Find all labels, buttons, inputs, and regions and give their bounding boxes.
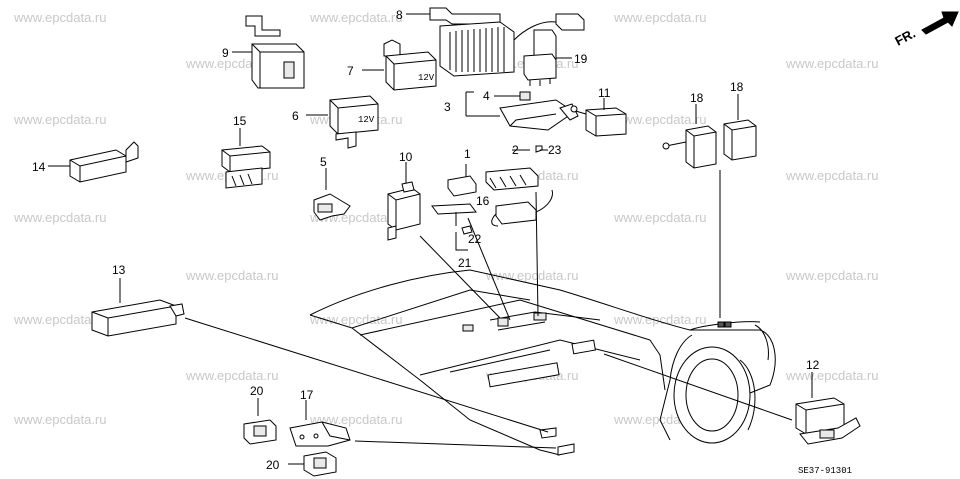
- part-cluster-1-2-16: [431, 145, 553, 251]
- watermark: www.epcdata.ru: [13, 112, 107, 127]
- part-label: 3: [444, 100, 451, 114]
- part-label: 21: [458, 256, 472, 270]
- watermark: www.epcdata.ru: [613, 210, 707, 225]
- watermark: www.epcdata.ru: [613, 112, 707, 127]
- watermark: www.epcdata.ru: [309, 412, 403, 427]
- watermark: www.epcdata.ru: [309, 10, 403, 25]
- part-7-relay: 12V: [362, 39, 437, 91]
- part-20-switches: [243, 398, 337, 477]
- watermark: www.epcdata.ru: [13, 312, 107, 327]
- part-label: 16: [476, 194, 490, 208]
- part-19-relay: [523, 29, 572, 86]
- part-label: 9: [222, 46, 229, 60]
- front-direction-indicator: FR.: [892, 11, 959, 49]
- part-18-relays: [662, 94, 757, 169]
- part-8-module: [406, 7, 585, 77]
- watermark: www.epcdata.ru: [785, 268, 879, 283]
- part-label: 18: [730, 80, 744, 94]
- part-label: 4: [483, 89, 490, 103]
- direction-label: FR.: [892, 26, 918, 49]
- part-label: 13: [112, 263, 126, 277]
- diagram-code: SE37-91301: [798, 466, 852, 476]
- part-label: 14: [32, 160, 46, 174]
- part-label: 18: [690, 91, 704, 105]
- part-14-box: [48, 141, 139, 183]
- part-label: 10: [399, 150, 413, 164]
- leader-lines: [119, 170, 793, 449]
- watermark: www.epcdata.ru: [13, 10, 107, 25]
- part-label: 8: [396, 8, 403, 22]
- part-label: 23: [548, 143, 562, 157]
- car-body-outline: [309, 269, 776, 456]
- part-12-box: [795, 372, 861, 445]
- svg-text:12V: 12V: [358, 115, 375, 125]
- watermark: www.epcdata.ru: [613, 10, 707, 25]
- part-label: 15: [233, 114, 247, 128]
- part-13-box: [91, 299, 185, 337]
- part-17-bracket: [289, 400, 351, 447]
- part-label: 19: [574, 52, 588, 66]
- part-label: 7: [347, 64, 354, 78]
- watermark: www.epcdata.ru: [185, 268, 279, 283]
- svg-text:12V: 12V: [418, 73, 435, 83]
- part-label: 22: [468, 232, 482, 246]
- part-label: 11: [598, 86, 611, 100]
- watermark: www.epcdata.ru: [785, 368, 879, 383]
- part-3-4-unit: [465, 91, 579, 131]
- part-5-sensor: [313, 168, 351, 221]
- watermark-layer: www.epcdata.ru www.epcdata.ru www.epcdat…: [13, 10, 879, 427]
- part-label: 20: [250, 384, 264, 398]
- watermark: www.epcdata.ru: [13, 412, 107, 427]
- part-label: 17: [300, 388, 314, 402]
- watermark: www.epcdata.ru: [309, 312, 403, 327]
- part-label: 6: [292, 109, 299, 123]
- watermark: www.epcdata.ru: [785, 168, 879, 183]
- part-9-relay: [232, 15, 305, 89]
- watermark: www.epcdata.ru: [485, 268, 579, 283]
- watermark: www.epcdata.ru: [785, 56, 879, 71]
- part-15-module: [221, 128, 271, 189]
- part-label: 12: [806, 358, 820, 372]
- part-label: 20: [266, 458, 280, 472]
- watermark: www.epcdata.ru: [613, 312, 707, 327]
- part-label: 2: [512, 143, 519, 157]
- watermark: www.epcdata.ru: [13, 210, 107, 225]
- part-6-relay: 12V: [306, 95, 379, 149]
- part-label: 1: [464, 147, 471, 161]
- part-10-unit: [387, 162, 421, 241]
- part-label: 5: [320, 155, 327, 169]
- part-11-connector: [570, 98, 627, 137]
- part-number-labels: 1 2 3 4 5 6 7 8 9 10 11 12 13 14 15 16 1…: [32, 8, 820, 472]
- watermark: www.epcdata.ru: [185, 368, 279, 383]
